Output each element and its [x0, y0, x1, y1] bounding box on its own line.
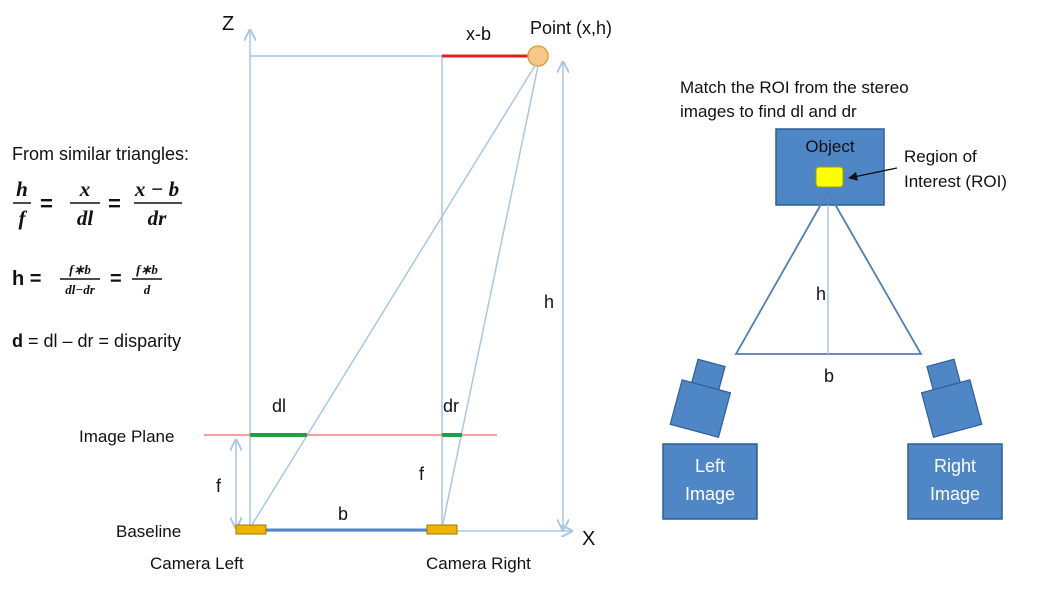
point-label: Point (x,h)	[530, 18, 612, 38]
z-axis-label: Z	[222, 13, 234, 35]
image-plane-label: Image Plane	[79, 427, 174, 446]
left-image-label-line1: Left	[695, 456, 725, 476]
left-camera-icon	[669, 358, 732, 438]
matching-title-line2: images to find dl and dr	[680, 102, 857, 121]
eq2-b-num: f∗b	[136, 262, 158, 277]
eq1-equals-2: =	[108, 191, 121, 216]
dr-label: dr	[443, 396, 459, 416]
stereo-matching-diagram: Match the ROI from the stereo images to …	[662, 78, 1007, 520]
ray-right	[441, 65, 539, 529]
camera-left-label: Camera Left	[150, 554, 244, 573]
roi-box	[815, 166, 844, 188]
equation-1: h f = x dl = x − b dr	[13, 177, 182, 230]
eq1-b-den: dl	[77, 206, 94, 230]
object-label: Object	[805, 137, 854, 156]
equation-2: h = f∗b dl−dr = f∗b d	[12, 262, 162, 297]
roi-label-line1: Region of	[904, 147, 977, 166]
ray-left	[249, 63, 537, 529]
eq2-b-den: d	[144, 282, 151, 297]
eq2-equals: =	[110, 268, 122, 290]
camera-left-sensor	[235, 524, 267, 535]
f-right-label: f	[419, 464, 425, 484]
eq3-rest: = dl – dr = disparity	[23, 331, 181, 351]
equations-block: From similar triangles: h f = x dl = x −…	[12, 144, 189, 351]
camera-right-label: Camera Right	[426, 554, 531, 573]
eq1-a-den: f	[19, 206, 28, 230]
b-label-left: b	[338, 504, 348, 524]
right-camera-icon	[920, 358, 983, 438]
equations-heading: From similar triangles:	[12, 144, 189, 164]
right-image-box	[907, 443, 1003, 520]
h-label: h	[544, 292, 554, 312]
f-left-label: f	[216, 476, 222, 496]
dl-label: dl	[272, 396, 286, 416]
roi-label-line2: Interest (ROI)	[904, 172, 1007, 191]
triangulation-diagram: Z X x-b Point (x,h) h Image Plane dl dr …	[79, 13, 612, 573]
eq1-b-num: x	[79, 177, 91, 201]
triangle-b-label: b	[824, 366, 834, 386]
eq1-equals-1: =	[40, 191, 53, 216]
right-image-label-line2: Image	[930, 484, 980, 504]
eq1-c-den: dr	[148, 206, 168, 230]
triangle-h-label: h	[816, 284, 826, 304]
xb-label: x-b	[466, 24, 491, 44]
roi-pointer-arrow	[848, 167, 898, 181]
x-axis-label: X	[582, 528, 595, 550]
right-image-label-line1: Right	[934, 456, 976, 476]
eq2-a-den: dl−dr	[65, 282, 95, 297]
left-image-box	[662, 443, 758, 520]
point-marker	[527, 45, 549, 67]
equation-3: d = dl – dr = disparity	[12, 331, 181, 351]
camera-right-sensor	[426, 524, 458, 535]
eq2-a-num: f∗b	[69, 262, 91, 277]
matching-title-line1: Match the ROI from the stereo	[680, 78, 909, 97]
baseline-label: Baseline	[116, 522, 181, 541]
eq2-lhs: h =	[12, 268, 41, 290]
eq1-c-num: x − b	[134, 177, 179, 201]
eq1-a-num: h	[16, 177, 28, 201]
eq3-d: d	[12, 331, 23, 351]
left-image-label-line2: Image	[685, 484, 735, 504]
